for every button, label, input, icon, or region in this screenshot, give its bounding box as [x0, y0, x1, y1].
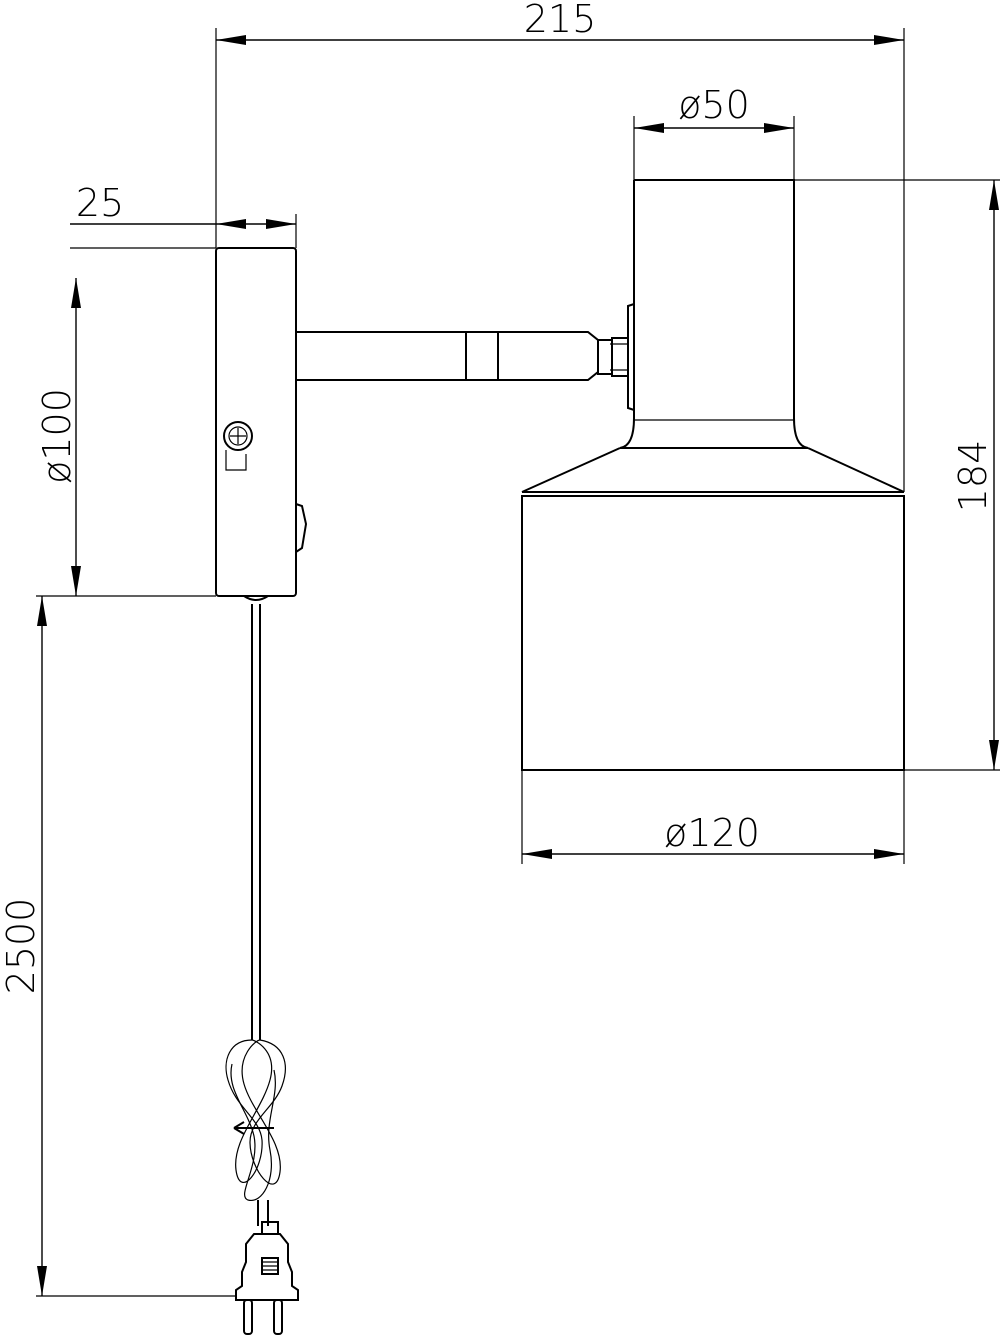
- label-mount-depth: 25: [76, 181, 124, 225]
- extension-lines: [36, 28, 1000, 1297]
- label-lamp-height: 184: [951, 440, 995, 513]
- label-total-width: 215: [524, 0, 597, 41]
- dimension-mount-diameter: ø100: [35, 278, 81, 596]
- dimension-top-diameter: ø50: [634, 83, 794, 133]
- label-top-diameter: ø50: [678, 83, 750, 127]
- label-mount-diameter: ø100: [35, 388, 79, 484]
- lamp-head: [521, 179, 905, 771]
- label-cable-length: 2500: [0, 898, 43, 995]
- screw-icon: [223, 421, 253, 471]
- label-shade-diameter: ø120: [664, 811, 760, 855]
- euro-plug: [235, 1221, 299, 1335]
- rocker-switch: [295, 502, 308, 554]
- dimension-lamp-height: 184: [951, 180, 999, 770]
- power-cable: [225, 604, 286, 1226]
- dimension-cable-length: 2500: [0, 596, 47, 1296]
- lamp-arm: [295, 331, 629, 381]
- wall-mount-box: [215, 247, 308, 601]
- dimension-mount-depth: 25: [70, 181, 296, 229]
- dimension-shade-diameter: ø120: [522, 811, 904, 859]
- dimension-total-width: 215: [216, 0, 904, 45]
